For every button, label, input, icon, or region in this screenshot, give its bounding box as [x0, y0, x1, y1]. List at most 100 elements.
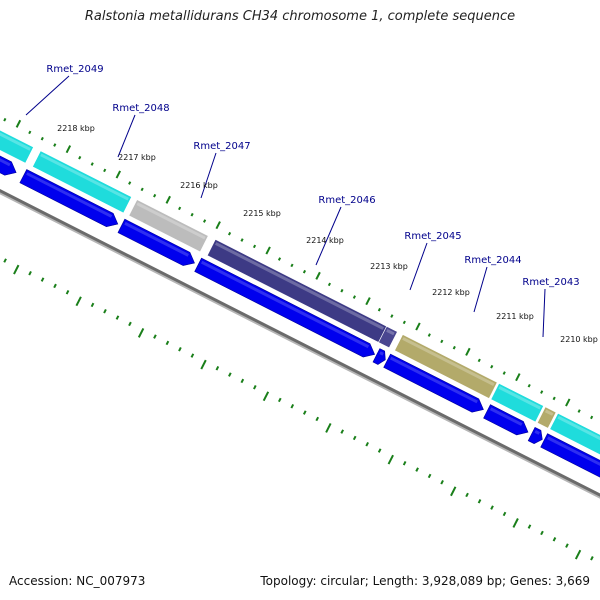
- callout-line: [473, 266, 488, 313]
- cds-arrow: [540, 433, 600, 478]
- outer-tick: [490, 364, 494, 369]
- inner-tick: [465, 492, 469, 498]
- outer-tick: [290, 263, 294, 268]
- outer-tick: [277, 257, 282, 261]
- gene-box-highlight: [0, 132, 31, 151]
- outer-tick: [165, 195, 171, 204]
- inner-tick: [277, 397, 282, 403]
- inner-tick: [527, 524, 532, 529]
- accession-text: Accession: NC_007973: [9, 574, 146, 588]
- inner-tick: [552, 537, 557, 542]
- inner-tick: [228, 372, 232, 377]
- inner-tick: [28, 271, 32, 276]
- cds-arrow: [483, 404, 529, 436]
- inner-tick: [512, 518, 519, 528]
- inner-tick: [365, 442, 369, 447]
- outer-tick: [265, 246, 271, 255]
- gene-track: [0, 129, 600, 456]
- cds-arrow: [19, 169, 119, 228]
- inner-tick: [128, 321, 132, 327]
- cds-arrow: [117, 218, 195, 266]
- outer-tick: [190, 212, 194, 217]
- inner-tick: [153, 334, 157, 339]
- inner-tick: [290, 404, 295, 409]
- outer-tick: [527, 383, 531, 388]
- gene-box: [549, 412, 600, 456]
- inner-tick: [53, 283, 57, 289]
- outer-tick: [427, 333, 431, 337]
- cds-arrow-highlight: [201, 260, 370, 349]
- gene-label: Rmet_2045: [404, 231, 461, 242]
- gene-box-highlight: [386, 329, 395, 336]
- topology-text: Topology: circular; Length: 3,928,089 bp…: [260, 574, 590, 588]
- inner-tick: [377, 448, 382, 453]
- inner-tick: [490, 505, 494, 510]
- cds-arrow-highlight: [124, 221, 189, 257]
- cds-arrow: [383, 353, 484, 413]
- backbone: [0, 189, 600, 499]
- cds-arrow: [0, 155, 17, 176]
- inner-tick: [565, 543, 569, 548]
- gene-callouts: Rmet_2049Rmet_2048Rmet_2047Rmet_2046Rmet…: [25, 64, 580, 338]
- outer-tick: [203, 219, 207, 223]
- inner-tick: [262, 391, 270, 402]
- kbp-tick-label: 2216 kbp: [180, 181, 218, 190]
- inner-tick: [540, 530, 544, 536]
- outer-tick: [340, 288, 344, 293]
- outer-tick: [477, 358, 481, 363]
- outer-tick: [327, 282, 332, 287]
- outer-tick: [240, 238, 244, 242]
- kbp-tick-label: 2214 kbp: [306, 236, 344, 245]
- callout-line: [25, 75, 70, 116]
- outer-tick: [153, 193, 157, 198]
- outer-tick: [128, 181, 132, 185]
- kbp-tick-label: 2217 kbp: [118, 153, 156, 162]
- inner-tick: [325, 423, 332, 433]
- gene-box-highlight: [136, 202, 206, 240]
- inner-tick: [103, 309, 107, 314]
- outer-tick: [78, 155, 82, 160]
- outer-tick: [315, 271, 321, 280]
- inner-tick: [13, 264, 20, 275]
- gene-box-highlight: [557, 415, 600, 441]
- outer-tick: [103, 168, 107, 173]
- inner-tick: [402, 461, 407, 466]
- inner-tick: [340, 429, 345, 434]
- outer-tick: [215, 221, 221, 230]
- inner-tick: [3, 258, 7, 263]
- kbp-tick-label: 2211 kbp: [496, 312, 534, 321]
- gene-box: [128, 199, 209, 253]
- gene-label: Rmet_2044: [464, 255, 521, 266]
- outer-tick: [415, 322, 421, 331]
- outer-tick: [452, 345, 456, 350]
- inner-tick: [352, 435, 357, 441]
- callout-line: [542, 288, 546, 338]
- outer-tick: [28, 130, 32, 135]
- cds-arrow-highlight: [379, 351, 384, 356]
- outer-tick: [15, 119, 22, 128]
- inner-tick: [90, 302, 95, 308]
- inner-tick: [240, 378, 245, 384]
- gene-box: [490, 382, 545, 423]
- gene-label: Rmet_2046: [318, 195, 375, 206]
- outer-tick: [3, 117, 7, 122]
- outer-tick: [515, 373, 521, 382]
- inner-tick: [215, 366, 220, 371]
- inner-tick: [137, 328, 145, 338]
- backbone-shadow: [0, 191, 600, 499]
- gene-box-highlight: [544, 409, 554, 416]
- inner-tick: [315, 416, 320, 422]
- outer-tick: [178, 206, 182, 211]
- kbp-tick-label: 2212 kbp: [432, 288, 470, 297]
- gene-box-highlight: [215, 242, 384, 330]
- cds-arrow: [372, 348, 386, 365]
- kbp-tick-label: 2213 kbp: [370, 262, 408, 271]
- inner-tick: [450, 486, 457, 497]
- map-title: Ralstonia metallidurans CH34 chromosome …: [84, 9, 516, 24]
- callout-line: [117, 114, 136, 158]
- outer-tick: [115, 170, 122, 179]
- cds-arrow: [527, 427, 543, 445]
- outer-tick: [227, 231, 232, 236]
- gene-box: [32, 150, 133, 214]
